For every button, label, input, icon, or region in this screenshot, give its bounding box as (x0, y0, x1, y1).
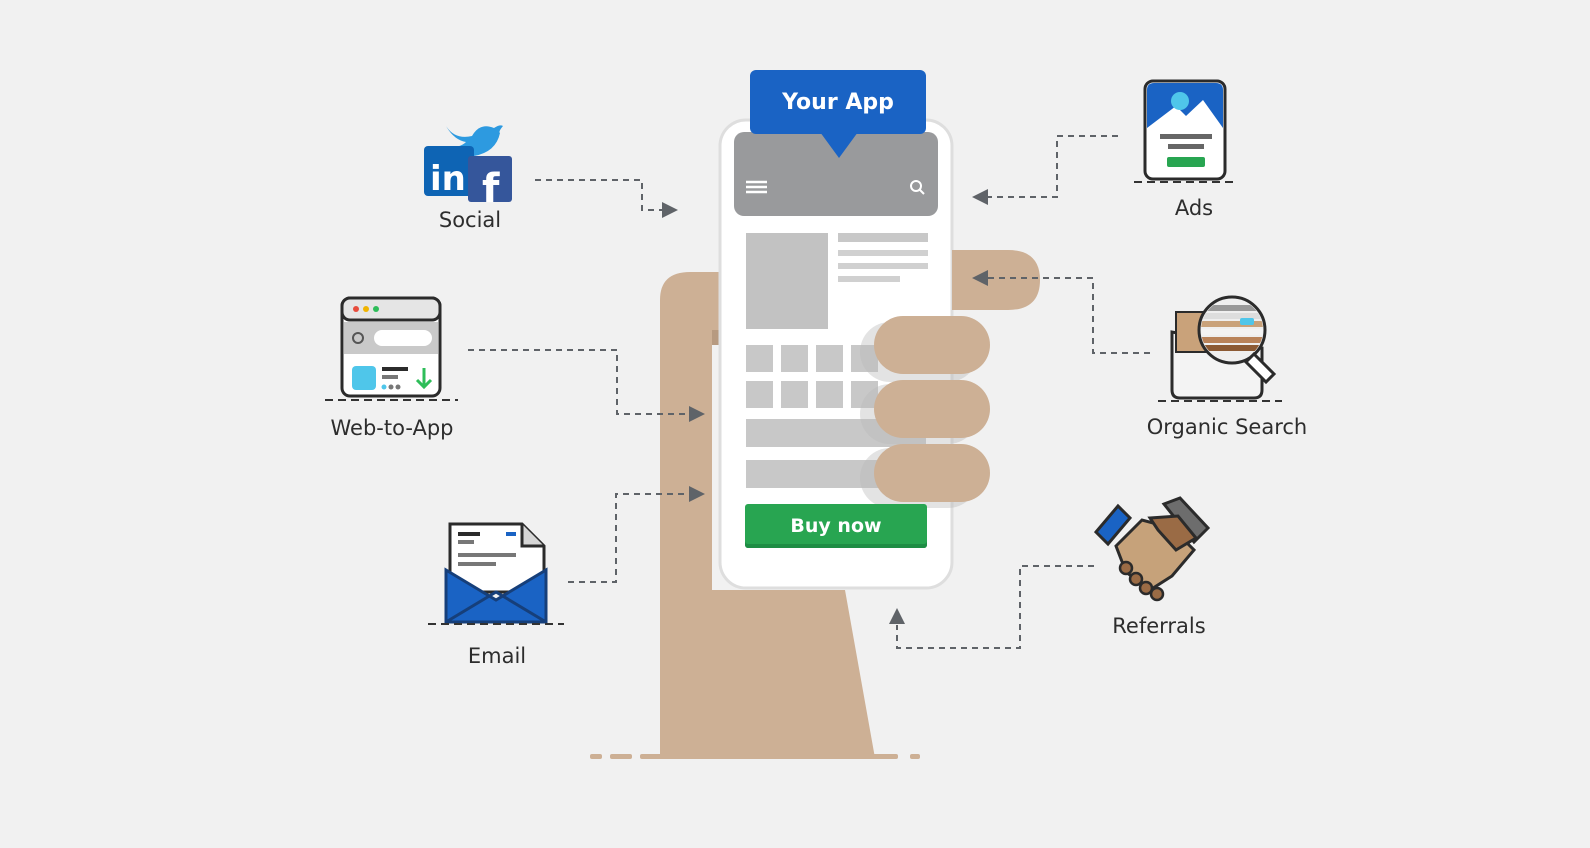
handshake-icon (1093, 496, 1211, 602)
your-app-bubble: Your App (750, 70, 926, 134)
svg-text:in: in (430, 159, 466, 199)
magnifier-folder-icon (1158, 295, 1282, 402)
menu-icon (746, 180, 767, 194)
referrals-label: Referrals (1112, 614, 1206, 638)
ads-label: Ads (1174, 196, 1214, 220)
fingers (860, 250, 1040, 508)
hand (590, 272, 920, 759)
web-to-app-label: Web-to-App (330, 416, 454, 440)
connectors (468, 135, 1150, 649)
connector-arrowheads (662, 189, 988, 624)
search-icon (910, 180, 925, 195)
envelope-icon (428, 522, 564, 625)
buy-now-button[interactable]: Buy now (745, 504, 927, 548)
organic-search-label: Organic Search (1146, 415, 1308, 439)
svg-text:f: f (482, 166, 500, 212)
social-icon: in f (424, 125, 512, 212)
email-label: Email (467, 644, 527, 668)
ad-card-icon (1134, 79, 1236, 183)
phone-header (734, 132, 938, 216)
browser-icon (325, 296, 458, 401)
social-label: Social (438, 208, 502, 232)
